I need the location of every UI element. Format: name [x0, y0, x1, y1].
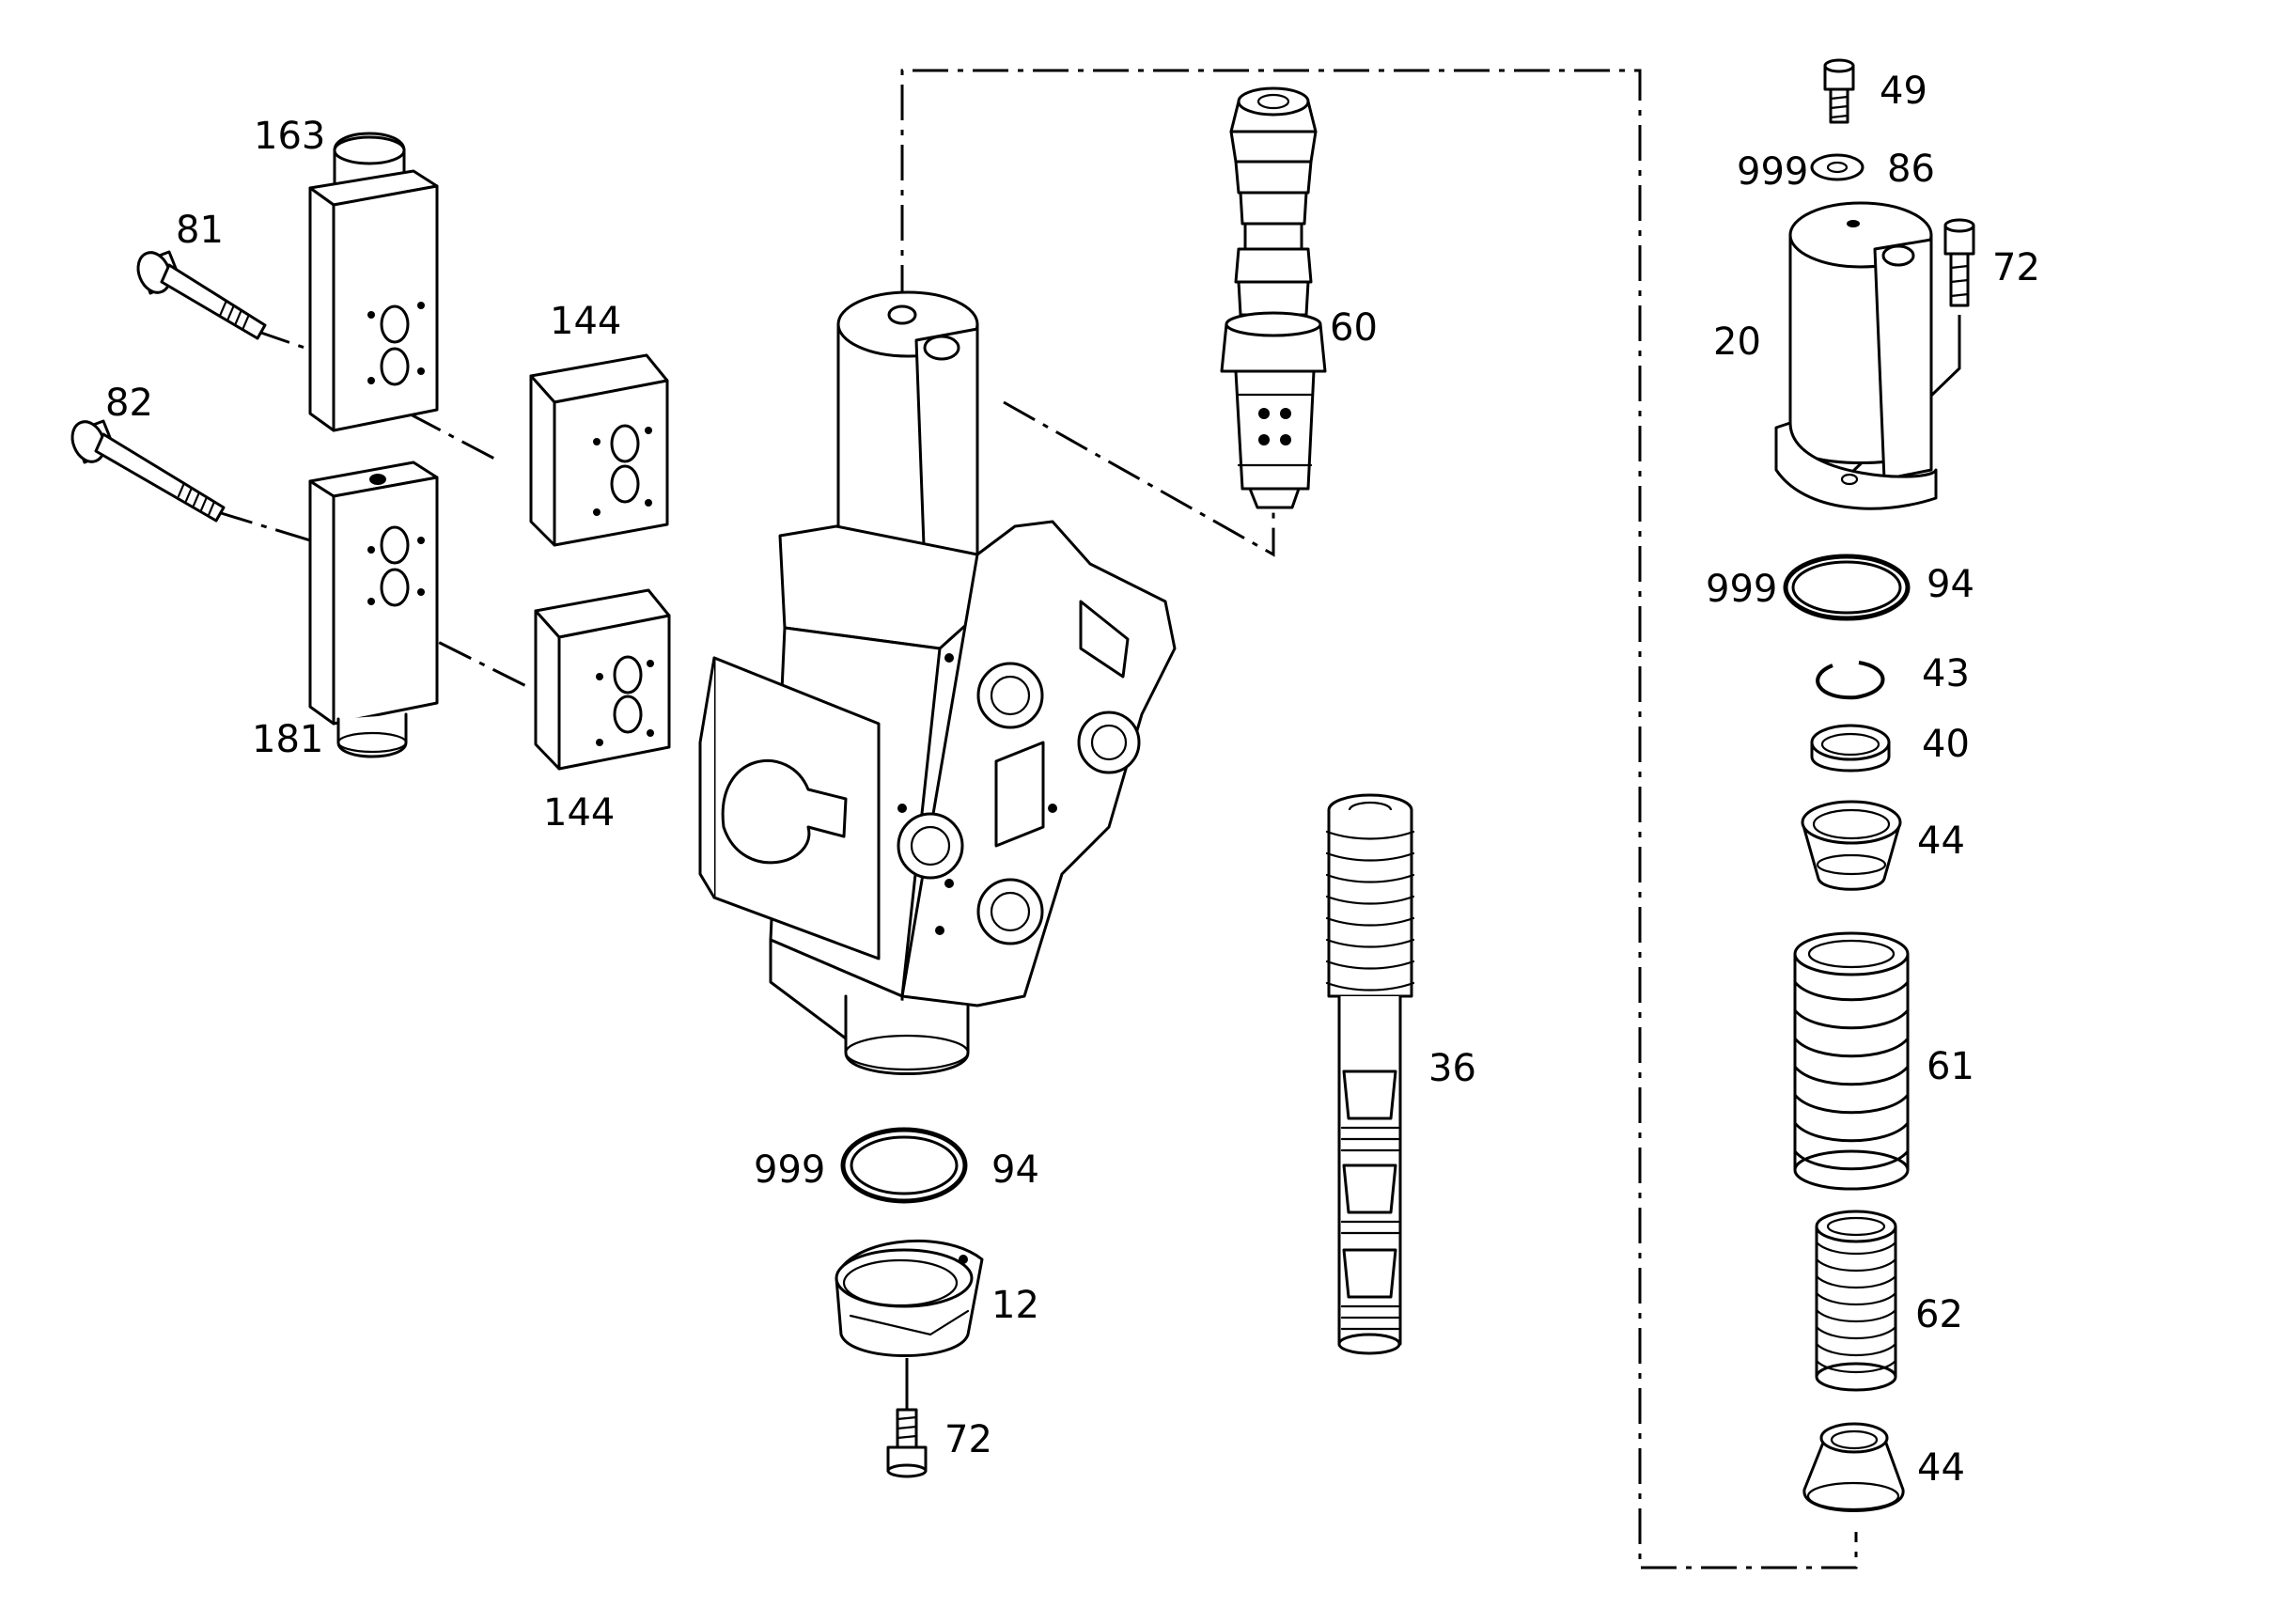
callout-86: 86: [1887, 148, 1935, 191]
callout-94-right: 94: [1927, 563, 1974, 606]
block-144-lower: [534, 588, 671, 771]
callout-49: 49: [1880, 70, 1927, 113]
assembly-frame-line: [900, 69, 1858, 1569]
callout-144-lower: 144: [543, 791, 615, 835]
callout-94-left: 94: [991, 1148, 1039, 1192]
callout-labels: 163 81 82 181 144 144 60 36 999 94 12 72…: [105, 70, 2040, 1490]
callout-144-upper: 144: [550, 300, 621, 343]
callout-44-upper: 44: [1917, 820, 1965, 863]
oring-94-left: [840, 1127, 968, 1204]
screw-72-bottom: [886, 1408, 928, 1478]
cap-12: [835, 1239, 984, 1357]
bolt-81: [136, 250, 267, 340]
spring-62: [1815, 1210, 1897, 1392]
spring-seat-44-upper: [1801, 800, 1902, 891]
cartridge-60: [1220, 86, 1327, 509]
bushing-40: [1810, 724, 1891, 773]
block-144-upper: [529, 353, 669, 547]
callout-40: 40: [1922, 723, 1970, 766]
screw-49: [1823, 58, 1855, 124]
washer-86: [1810, 153, 1865, 181]
callout-60: 60: [1330, 306, 1378, 350]
callout-163: 163: [254, 115, 325, 158]
callout-181: 181: [252, 718, 323, 761]
callout-999-left: 999: [754, 1148, 825, 1192]
callout-43: 43: [1922, 652, 1970, 695]
callout-81: 81: [176, 209, 224, 252]
callout-44-lower: 44: [1917, 1446, 1965, 1490]
spool-36: [1325, 793, 1415, 1355]
callout-12: 12: [991, 1284, 1039, 1327]
callout-82: 82: [105, 382, 153, 425]
circlip-43: [1816, 661, 1885, 700]
callout-20: 20: [1713, 320, 1761, 364]
callout-62: 62: [1915, 1293, 1963, 1336]
block-163: [308, 132, 439, 432]
spring-seat-44-lower: [1802, 1422, 1905, 1512]
callout-999-top: 999: [1737, 150, 1808, 194]
callout-36: 36: [1428, 1047, 1476, 1090]
block-181: [308, 461, 439, 758]
callout-72-right: 72: [1992, 246, 2040, 289]
housing-20: [1774, 201, 1938, 510]
block-163-leader: [408, 412, 499, 462]
callout-61: 61: [1927, 1045, 1974, 1088]
callout-999-right: 999: [1706, 568, 1777, 611]
screw-72-right: [1943, 218, 1975, 307]
spring-61: [1793, 931, 1910, 1191]
oring-94-right: [1783, 554, 1911, 621]
cartridge-leader: [1003, 400, 1275, 557]
valve-body: [698, 290, 1177, 1075]
callout-72-bottom: 72: [944, 1418, 992, 1461]
bolt-82-leader: [217, 510, 311, 542]
bolt-82: [70, 419, 226, 523]
bolt-81-leader: [255, 329, 311, 351]
